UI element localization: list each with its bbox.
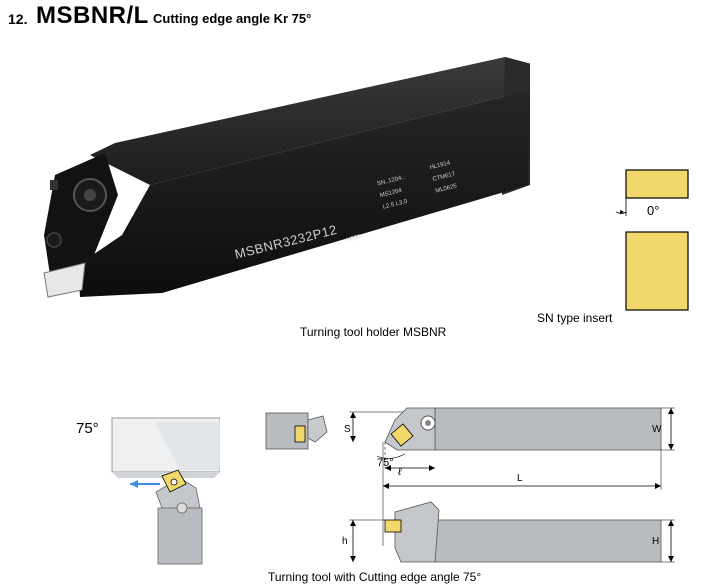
angle-label: 75° (377, 457, 394, 469)
dim-l-small: ℓ (398, 466, 402, 478)
engraving-part-4: HL1914 (429, 160, 451, 171)
dimension-drawing: S W L h H (265, 407, 675, 563)
engraving-part-2: MS1204 (379, 188, 403, 199)
top-view-shank (434, 407, 662, 451)
dim-h-large: H (652, 536, 659, 547)
page-title: MSBNR/L (36, 2, 149, 29)
dim-s: S (344, 424, 351, 435)
diagram-shank (157, 507, 203, 565)
engraving-part-6: ML0625 (435, 183, 458, 194)
insert-side-view (625, 169, 689, 199)
sn-insert-figure (615, 169, 689, 311)
dim-w: W (652, 424, 662, 435)
insert-angle-label: 0° (647, 203, 660, 218)
engraving-code: H050 (346, 234, 362, 243)
engagement-diagram (111, 417, 220, 565)
insert-top-view (625, 231, 689, 311)
insert-caption: SN type insert (537, 311, 613, 325)
side-view-head (394, 501, 440, 563)
dim-h-small: h (342, 536, 348, 547)
tool-holder-photo: MSBNR3232P12 H050 SN..1204.. MS1204 L2.5… (43, 57, 530, 298)
section-number: 12. (8, 11, 28, 27)
dim-l-large: L (517, 473, 523, 484)
photo-caption: Turning tool holder MSBNR (300, 325, 447, 339)
small-angle-label: 75° (76, 420, 99, 437)
page-subtitle: Cutting edge angle Kr 75° (153, 11, 312, 26)
engraving-part-5: CTM617 (432, 171, 456, 183)
diagram-caption: Turning tool with Cutting edge angle 75° (268, 570, 482, 584)
side-view-shank (434, 519, 662, 563)
